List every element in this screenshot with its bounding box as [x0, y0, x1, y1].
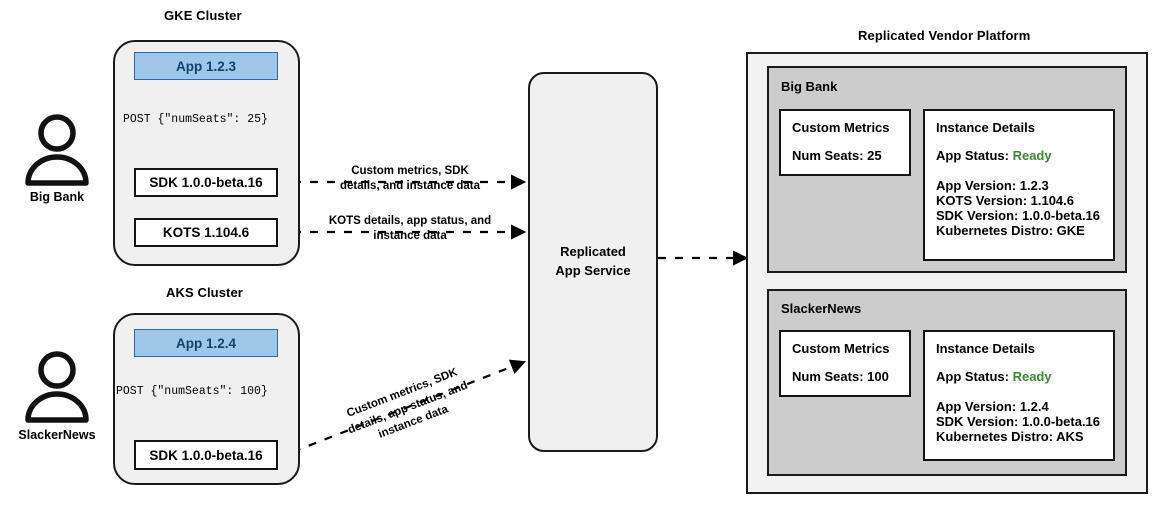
- metrics-card-slackernews[interactable]: Custom Metrics Num Seats: 100: [779, 330, 911, 397]
- details-card-slackernews[interactable]: Instance Details App Status: Ready App V…: [923, 330, 1115, 461]
- actor-label-slackernews: SlackerNews: [18, 428, 96, 442]
- service-label-line2: App Service: [555, 263, 631, 278]
- aks-app-label: App 1.2.4: [175, 335, 237, 351]
- gke-sdk-box[interactable]: SDK 1.0.0-beta.16: [134, 168, 278, 197]
- gke-app-box[interactable]: App 1.2.3: [134, 52, 278, 80]
- edge-label-aks-sdk-to-service: Custom metrics, SDK details, app status,…: [345, 366, 470, 441]
- details-line: Kubernetes Distro: GKE: [936, 223, 1085, 238]
- aks-sdk-label: SDK 1.0.0-beta.16: [149, 447, 263, 463]
- details-card-big-bank[interactable]: Instance Details App Status: Ready App V…: [923, 109, 1115, 261]
- gke-kots-label: KOTS 1.104.6: [162, 225, 250, 240]
- metrics-card-line: Num Seats: 25: [792, 148, 882, 163]
- person-icon: [25, 351, 89, 423]
- metrics-card-line: Num Seats: 100: [792, 369, 889, 384]
- metrics-card-big-bank[interactable]: Custom Metrics Num Seats: 25: [779, 109, 911, 176]
- details-card-title: Instance Details: [936, 120, 1035, 135]
- details-line: SDK Version: 1.0.0-beta.16: [936, 208, 1101, 223]
- details-line: Kubernetes Distro: AKS: [936, 429, 1084, 444]
- gke-kots-box[interactable]: KOTS 1.104.6: [134, 218, 278, 247]
- platform-title: Replicated Vendor Platform: [858, 28, 1031, 43]
- status-badge: Ready: [1012, 148, 1052, 163]
- actor-label-big-bank: Big Bank: [29, 190, 85, 204]
- aks-sdk-box[interactable]: SDK 1.0.0-beta.16: [134, 440, 278, 470]
- aks-app-box[interactable]: App 1.2.4: [134, 329, 278, 357]
- metrics-card-title: Custom Metrics: [792, 120, 890, 135]
- metrics-card-title: Custom Metrics: [792, 341, 890, 356]
- aks-post-label: POST {"numSeats": 100}: [116, 385, 268, 398]
- gke-app-label: App 1.2.3: [175, 58, 237, 74]
- gke-sdk-label: SDK 1.0.0-beta.16: [149, 175, 263, 190]
- gke-post-label: POST {"numSeats": 25}: [123, 113, 268, 126]
- details-line: App Version: 1.2.3: [936, 178, 1049, 193]
- edge-label-kots-to-service: KOTS details, app status, and instance d…: [328, 215, 492, 243]
- details-line: SDK Version: 1.0.0-beta.16: [936, 414, 1101, 429]
- tenant-title-big-bank: Big Bank: [781, 79, 838, 94]
- person-icon: [25, 114, 89, 186]
- details-card-status: App Status: Ready: [936, 369, 1113, 384]
- status-badge: Ready: [1012, 369, 1052, 384]
- aks-cluster-title: AKS Cluster: [166, 285, 243, 300]
- replicated-app-service-box[interactable]: Replicated App Service: [528, 72, 658, 452]
- details-line: KOTS Version: 1.104.6: [936, 193, 1075, 208]
- details-status-label: App Status:: [936, 369, 1009, 384]
- tenant-title-slackernews: SlackerNews: [781, 301, 862, 316]
- details-status-label: App Status:: [936, 148, 1009, 163]
- details-card-title: Instance Details: [936, 341, 1035, 356]
- details-line: App Version: 1.2.4: [936, 399, 1049, 414]
- gke-cluster-title: GKE Cluster: [164, 8, 242, 23]
- service-label-line1: Replicated: [560, 244, 626, 260]
- details-card-status: App Status: Ready: [936, 148, 1113, 163]
- edge-label-sdk-to-service: Custom metrics, SDK details, and instanc…: [340, 165, 480, 193]
